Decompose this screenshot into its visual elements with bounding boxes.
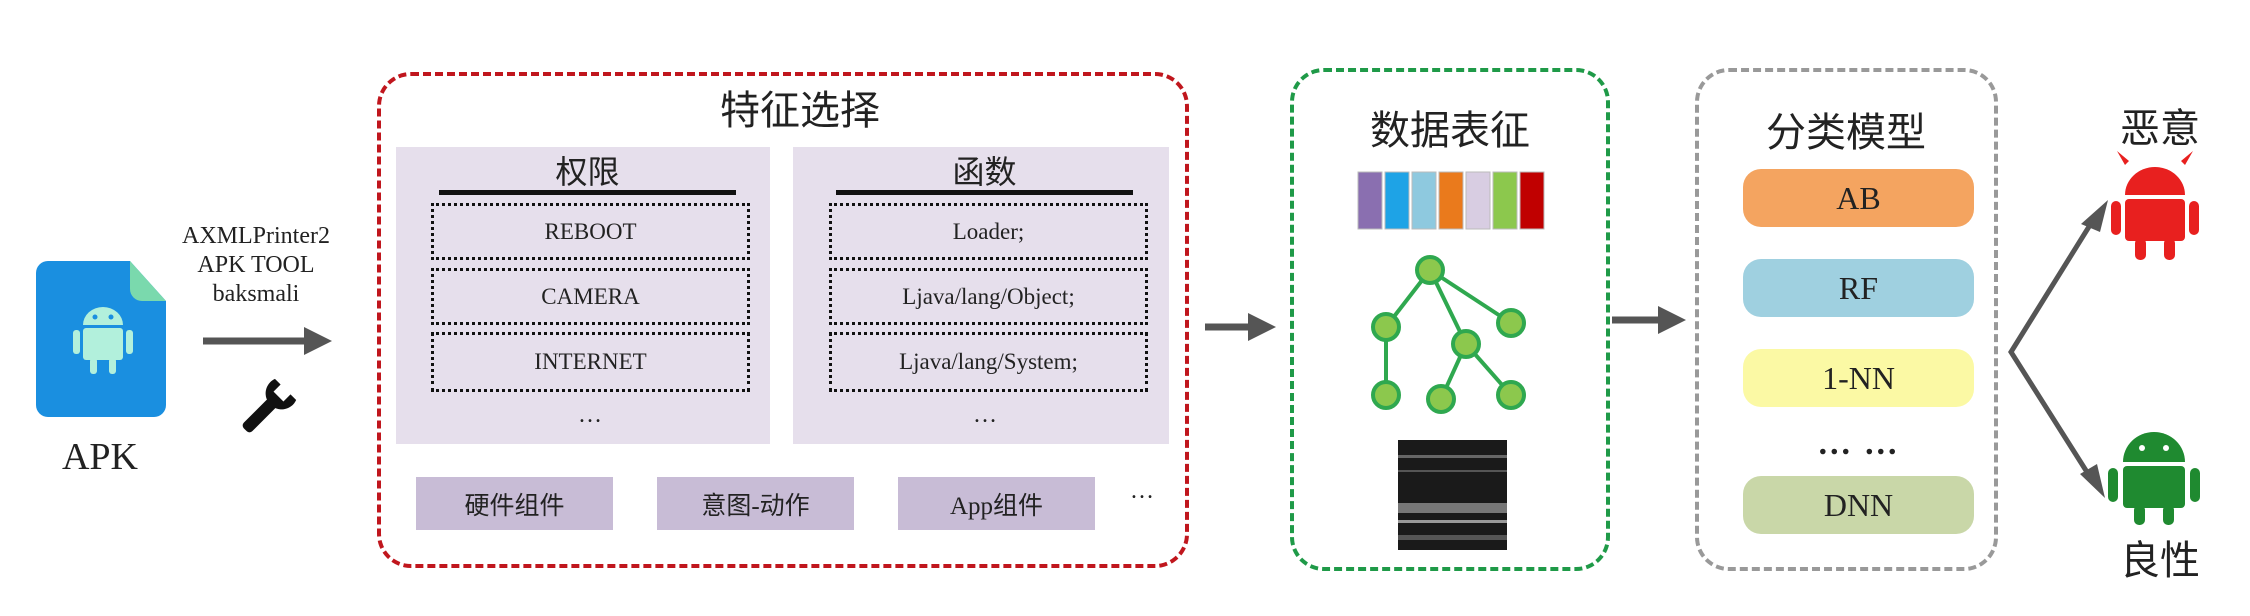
benign-android-icon <box>2108 432 2200 525</box>
feature-selection-title: 特征选择 <box>720 88 880 133</box>
model-rf: RF <box>1743 259 1974 317</box>
tool-name: baksmali <box>212 281 300 307</box>
permissions-panel <box>396 147 770 444</box>
output-branch-arrows <box>2008 215 2098 482</box>
classification-box <box>1695 68 1998 571</box>
permissions-heading: 权限 <box>555 154 620 190</box>
model-1nn: 1-NN <box>1743 349 1974 407</box>
function-item: Ljava/lang/Object; <box>829 268 1148 325</box>
functions-more: … <box>973 401 997 428</box>
more-models: … … <box>1817 425 1900 462</box>
tool-name: APK TOOL <box>197 252 315 278</box>
classification-title: 分类模型 <box>1766 110 1926 155</box>
feature-vector-cell <box>1384 171 1410 230</box>
tool-name: AXMLPrinter2 <box>182 223 330 249</box>
feature-vector-cell <box>1519 171 1545 230</box>
functions-panel <box>793 147 1169 444</box>
feature-vector-icon <box>1357 171 1545 230</box>
apk-label: APK <box>61 436 139 478</box>
divider <box>439 190 736 195</box>
feature-vector-cell <box>1411 171 1437 230</box>
function-item: Loader; <box>829 203 1148 260</box>
graph-tree-icon <box>1371 255 1526 414</box>
feature-vector-cell <box>1465 171 1491 230</box>
feature-vector-cell <box>1438 171 1464 230</box>
feature-vector-cell <box>1357 171 1383 230</box>
model-dnn: DNN <box>1743 476 1974 534</box>
feature-tags-more: … <box>1130 478 1154 504</box>
permissions-more: … <box>578 401 602 428</box>
malicious-label: 恶意 <box>2120 106 2200 151</box>
permission-item: CAMERA <box>431 268 750 325</box>
feature-tag: 硬件组件 <box>416 477 613 530</box>
permission-item: REBOOT <box>431 203 750 260</box>
function-item: Ljava/lang/System; <box>829 332 1148 392</box>
functions-heading: 函数 <box>952 154 1017 190</box>
feature-tag: App组件 <box>898 477 1095 530</box>
divider <box>836 190 1133 195</box>
grayscale-image-icon <box>1398 440 1507 550</box>
data-representation-box <box>1290 68 1610 571</box>
wrench-icon <box>242 378 297 433</box>
malicious-android-icon <box>2111 151 2199 260</box>
tool-list: AXMLPrinter2 APK TOOL baksmali <box>166 222 346 309</box>
feature-selection-box <box>377 72 1189 568</box>
feature-tag: 意图-动作 <box>657 477 854 530</box>
benign-label: 良性 <box>2120 538 2200 583</box>
data-representation-title: 数据表征 <box>1370 108 1530 153</box>
model-ab: AB <box>1743 169 1974 227</box>
feature-vector-cell <box>1492 171 1518 230</box>
permission-item: INTERNET <box>431 332 750 392</box>
apk-file-icon <box>36 261 166 417</box>
